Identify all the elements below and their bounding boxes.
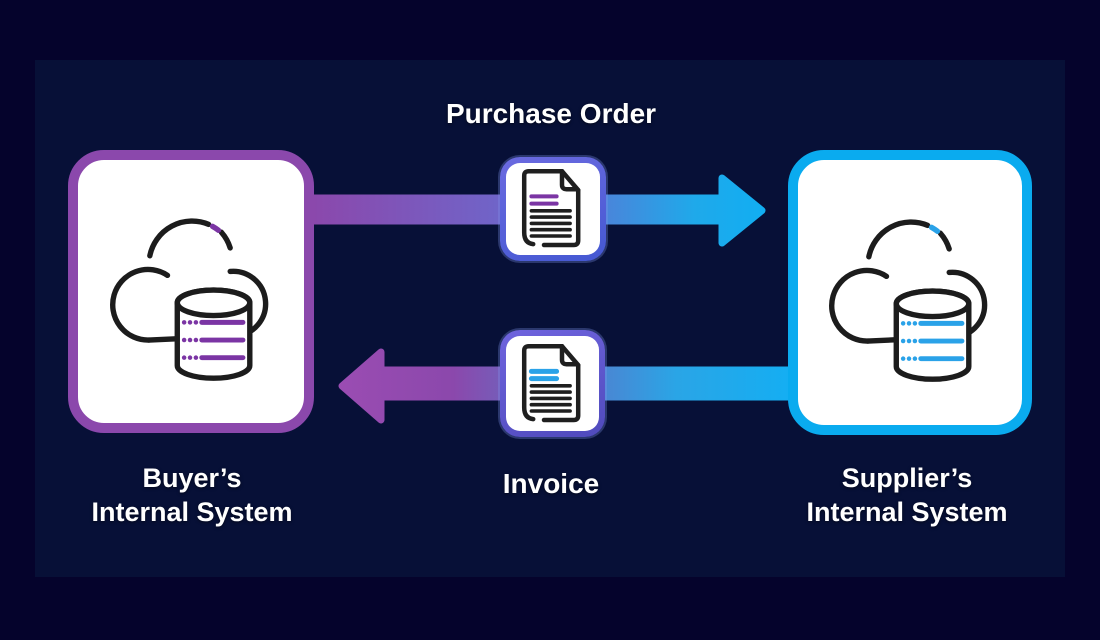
supplier-system-label-line1: Supplier’s (841, 463, 973, 493)
purchase-order-document-box (500, 157, 606, 261)
buyer-system-label-line1: Buyer’s (142, 463, 242, 493)
document-icon (521, 168, 581, 248)
invoice-label: Invoice (502, 468, 600, 499)
supplier-system-label: Supplier’s Internal System (775, 461, 1039, 529)
buyer-system-label-line2: Internal System (91, 497, 293, 527)
document-box-inner (506, 163, 600, 255)
cloud-database-icon (829, 218, 988, 382)
document-icon (521, 343, 580, 422)
document-box-inner (506, 336, 599, 431)
purchase-order-label: Purchase Order (445, 98, 657, 129)
cloud-database-icon (110, 217, 269, 381)
buyer-system-box (68, 150, 314, 433)
supplier-system-label-line2: Internal System (806, 497, 1008, 527)
invoice-document-box (500, 330, 605, 437)
buyer-system-label: Buyer’s Internal System (60, 461, 324, 529)
supplier-system-box (788, 150, 1032, 435)
